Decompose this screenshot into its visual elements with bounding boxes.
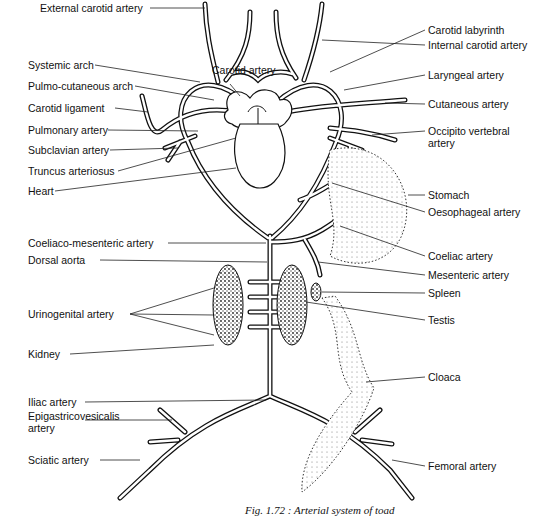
part-label: External carotid artery — [40, 2, 143, 14]
part-label: Testis — [428, 314, 455, 326]
part-label: Iliac artery — [28, 396, 76, 408]
part-label: Cutaneous artery — [428, 98, 509, 110]
part-label: Dorsal aorta — [28, 254, 85, 266]
part-label: Carotid ligament — [28, 102, 104, 114]
part-label: Spleen — [428, 287, 461, 299]
part-label: Heart — [28, 185, 54, 197]
truncus-shape — [248, 106, 266, 124]
part-label: Sciatic artery — [28, 454, 89, 466]
vessel-lumen — [120, 4, 412, 498]
part-label: Epigastricovesicalis artery — [28, 410, 133, 434]
part-label: Cloaca — [428, 371, 461, 383]
kidney-shape — [213, 265, 243, 345]
part-label: Coeliac artery — [428, 250, 493, 262]
part-label: Systemic arch — [28, 59, 94, 71]
part-label: Subclavian artery — [28, 144, 109, 156]
cloaca-shape — [302, 296, 374, 492]
stomach-shape — [328, 148, 407, 263]
ventricle-shape — [235, 124, 285, 188]
spleen-shape — [311, 283, 321, 301]
part-label: Kidney — [28, 348, 60, 360]
part-label: Truncus arteriosus — [28, 165, 115, 177]
part-label: Pulmo-cutaneous arch — [28, 80, 133, 92]
kidney-shape — [277, 265, 307, 345]
part-label: Occipito vertebral artery — [428, 125, 528, 149]
part-label: Oesophageal artery — [428, 206, 520, 218]
part-label: Coeliaco-mesenteric artery — [28, 237, 153, 249]
part-label: Internal carotid artery — [428, 39, 527, 51]
part-label: Urinogenital artery — [28, 308, 114, 320]
atria-shape — [225, 90, 292, 130]
part-label: Pulmonary artery — [28, 124, 108, 136]
part-label: Mesenteric artery — [428, 269, 509, 281]
part-label: Carotid labyrinth — [428, 24, 504, 36]
figure-caption: Fig. 1.72 : Arterial system of toad — [245, 504, 395, 516]
part-label: Stomach — [428, 189, 469, 201]
part-label: Femoral artery — [428, 460, 496, 472]
part-label: Laryngeal artery — [428, 69, 504, 81]
part-label: Carotid artery — [212, 64, 276, 76]
vessel-outline — [120, 4, 412, 498]
